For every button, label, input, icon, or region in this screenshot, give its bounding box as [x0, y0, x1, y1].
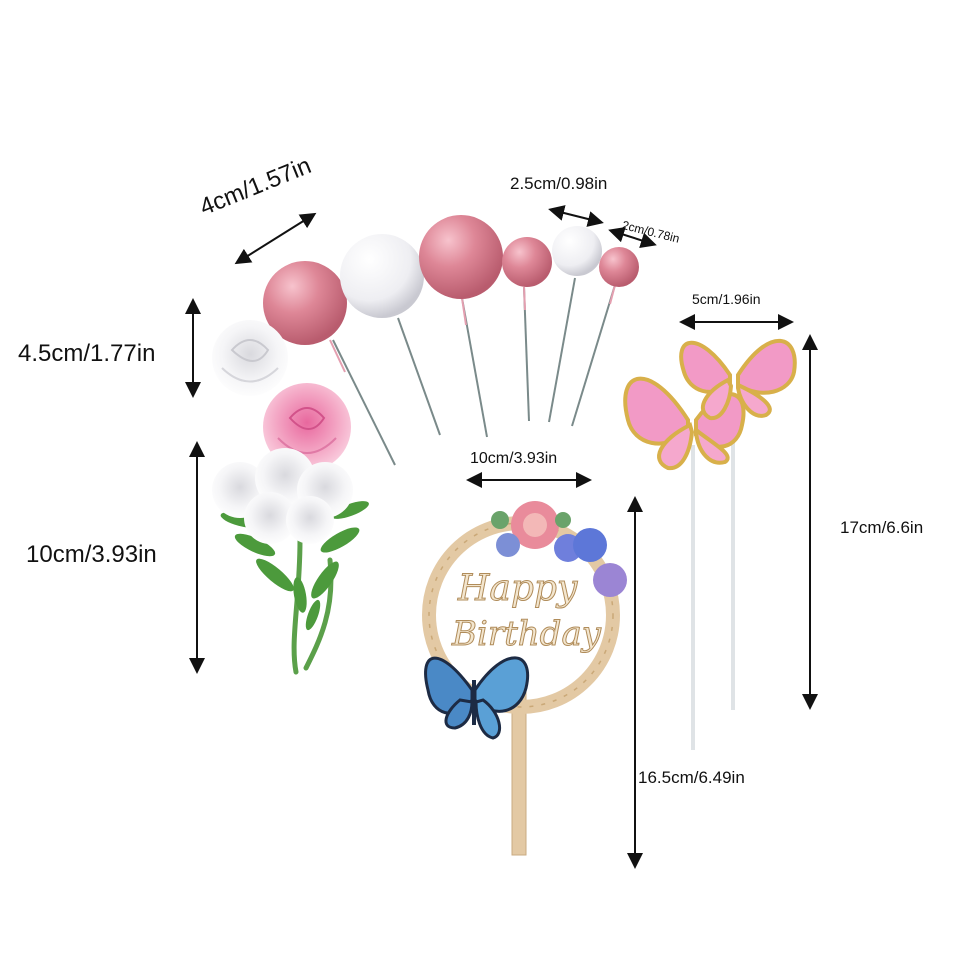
label-ball-medium-size: 2.5cm/0.98in	[510, 174, 608, 193]
topper-text-happy: Happy	[457, 568, 578, 609]
ball-stick	[571, 284, 616, 427]
butterfly-toppers	[623, 338, 797, 750]
white-ball-large	[340, 234, 424, 318]
label-butterfly-width: 5cm/1.96in	[692, 291, 761, 307]
flower-toppers	[212, 320, 369, 675]
pink-ball-medium	[502, 237, 552, 287]
pink-ball-large	[263, 261, 347, 345]
white-blossom-cluster	[212, 448, 353, 544]
arrow-ball-medium	[548, 205, 604, 227]
white-rose	[212, 320, 288, 396]
dimension-arrows	[185, 205, 818, 869]
ball-toppers	[263, 215, 639, 466]
leaf	[234, 533, 276, 557]
flower-stem	[291, 537, 303, 675]
pink-butterfly-lower	[623, 376, 746, 471]
label-plaque-width: 10cm/3.93in	[470, 450, 558, 467]
arrow-ball-large	[234, 212, 317, 265]
plaque-rose-cluster	[491, 501, 627, 597]
topper-text-birthday: Birthday	[451, 614, 602, 654]
arrow-ball-small	[608, 227, 657, 248]
plaque-stick	[511, 689, 527, 856]
pink-ball-small	[599, 247, 639, 287]
pink-ball-large-2	[419, 215, 503, 299]
label-plaque-height: 16.5cm/6.49in	[638, 768, 745, 787]
ball-stick	[548, 277, 576, 423]
ball-stick	[397, 317, 441, 436]
blue-butterfly	[424, 656, 529, 740]
label-butterfly-height: 17cm/6.6in	[840, 518, 924, 537]
white-ball-medium	[552, 226, 602, 276]
happy-birthday-topper: Happy Birthday	[422, 501, 627, 856]
label-rose-head-size: 4.5cm/1.77in	[18, 340, 156, 367]
label-flower-stem-size: 10cm/3.93in	[26, 541, 157, 568]
pink-butterfly-upper	[679, 338, 797, 421]
ball-stick	[332, 339, 396, 466]
